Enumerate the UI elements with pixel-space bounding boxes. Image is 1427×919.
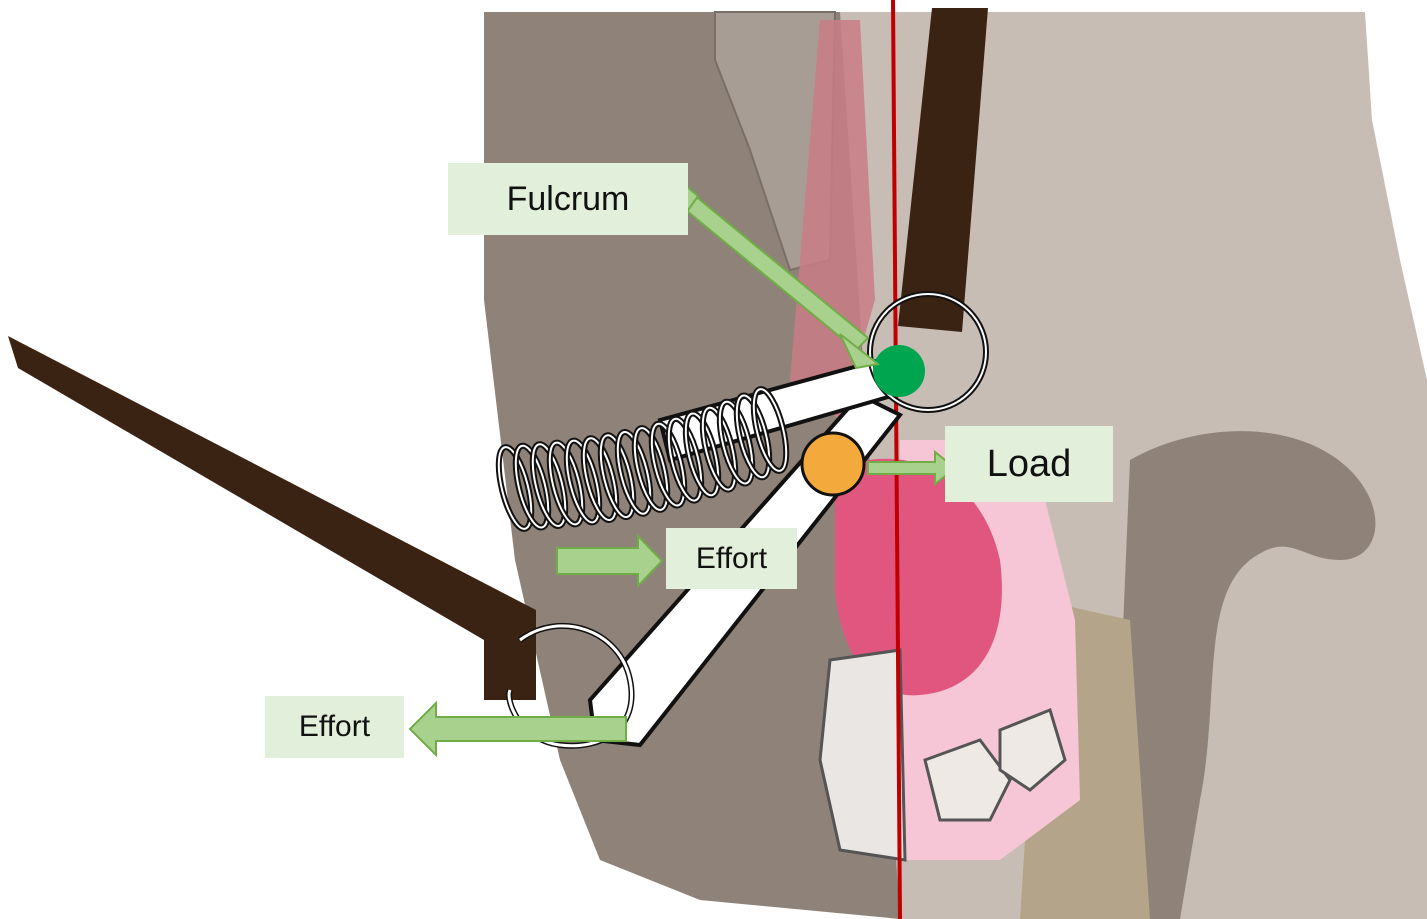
load-label-text: Load (987, 443, 1072, 486)
lower-rein (8, 336, 536, 700)
effort-lower-label: Effort (265, 696, 404, 758)
fulcrum-label: Fulcrum (448, 163, 688, 235)
fulcrum-label-text: Fulcrum (507, 180, 630, 219)
load-label: Load (945, 426, 1113, 502)
load-point (802, 433, 864, 495)
effort-upper-label-text: Effort (696, 542, 767, 576)
effort-lower-label-text: Effort (299, 710, 370, 744)
effort-upper-label: Effort (666, 528, 797, 589)
fulcrum-point (873, 345, 925, 397)
